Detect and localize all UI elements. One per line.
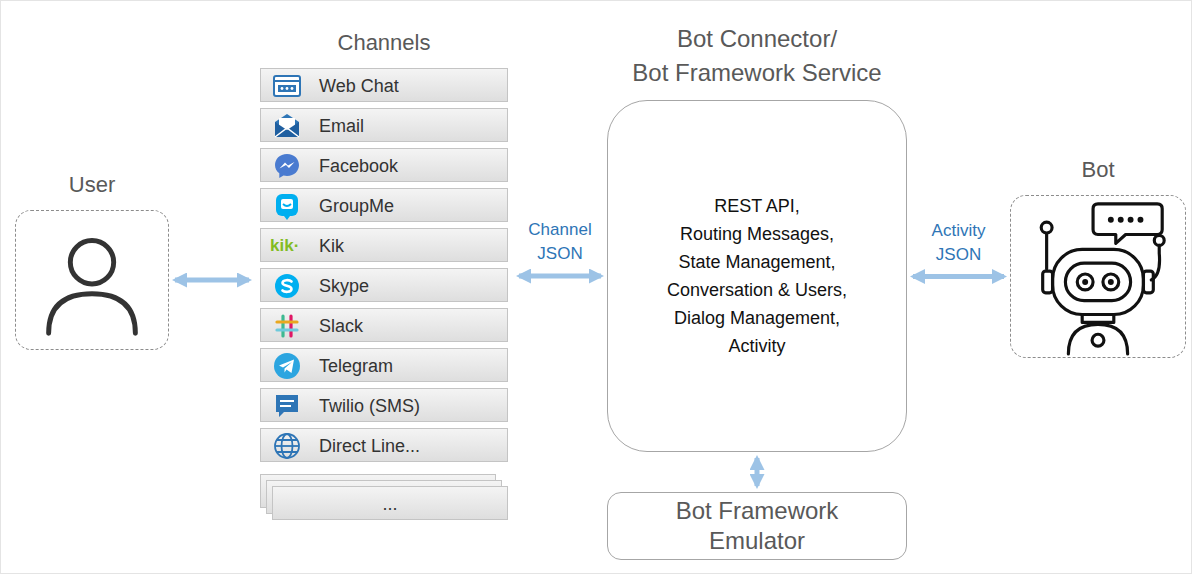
heading: User — [15, 170, 169, 200]
double-arrow — [913, 274, 1004, 279]
channel-icon — [272, 191, 302, 221]
channel-name: Skype — [319, 269, 369, 303]
channel-box: Slack — [260, 308, 508, 342]
channel-name: Email — [319, 109, 364, 143]
body-text: REST API, Routing Messages, State Manage… — [667, 192, 847, 360]
channel-name: GroupMe — [319, 189, 394, 223]
outline — [15, 210, 169, 350]
edge-label: Activity JSON — [917, 219, 1001, 267]
channel-box: Skype — [260, 268, 508, 302]
channel-name: Slack — [319, 309, 363, 343]
channel-icon — [272, 351, 302, 381]
channel-box: Twilio (SMS) — [260, 388, 508, 422]
body-text-line: Dialog Management, — [667, 304, 847, 332]
actor-box: User — [15, 170, 169, 350]
channel-icon — [272, 391, 302, 421]
heading: Bot — [1010, 155, 1186, 185]
channel-name: Facebook — [319, 149, 398, 183]
heading: Bot Connector/ Bot Framework Service — [607, 22, 907, 90]
channel-name: Twilio (SMS) — [319, 389, 420, 423]
channel-box: Facebook — [260, 148, 508, 182]
robot-illustration — [1011, 196, 1185, 357]
edge-label: Channel JSON — [518, 218, 602, 266]
channel-icon — [272, 431, 302, 461]
channel-box: Web Chat — [260, 68, 508, 102]
person-icon — [16, 211, 168, 349]
body-text-line: Activity — [667, 332, 847, 360]
body-text-line: Conversation & Users, — [667, 276, 847, 304]
channel-box: kik· Kik — [260, 228, 508, 262]
channel-list: ChannelsWeb ChatEmailFacebookGroupMe kik·… — [255, 28, 513, 526]
heading-line: Bot Connector/ — [607, 22, 907, 56]
outline — [1010, 195, 1186, 358]
actor-box: Bot — [1010, 155, 1186, 358]
double-arrow — [175, 278, 249, 283]
emulator-box: Bot Framework Emulator — [607, 492, 907, 560]
channel-icon — [272, 151, 302, 181]
body-text-line: Routing Messages, — [667, 220, 847, 248]
channel-icon — [272, 111, 302, 141]
channel-icon — [272, 71, 302, 101]
box-text: Bot Framework Emulator — [657, 496, 857, 556]
body-text-line: State Management, — [667, 248, 847, 276]
heading: Channels — [255, 28, 513, 58]
channel-name: Direct Line... — [319, 429, 420, 463]
double-arrow — [755, 458, 760, 486]
channel-box: Email — [260, 108, 508, 142]
body-text-line: REST API, — [667, 192, 847, 220]
channel-box: Direct Line... — [260, 428, 508, 462]
double-arrow — [519, 274, 601, 279]
heading-line: Bot Framework Service — [607, 56, 907, 90]
channel-box: Telegram — [260, 348, 508, 382]
kik-logo: kik· — [270, 229, 299, 263]
channel-name: Web Chat — [319, 69, 399, 103]
channel-name: Kik — [319, 229, 344, 263]
channel-icon — [272, 271, 302, 301]
channel-box: GroupMe — [260, 188, 508, 222]
channel-name: Telegram — [319, 349, 393, 383]
channel-box: ... — [272, 486, 508, 520]
outline: REST API, Routing Messages, State Manage… — [607, 100, 907, 452]
channel-icon — [272, 311, 302, 341]
service-box: Bot Connector/ Bot Framework ServiceREST… — [607, 22, 907, 452]
more-text: ... — [273, 487, 507, 521]
